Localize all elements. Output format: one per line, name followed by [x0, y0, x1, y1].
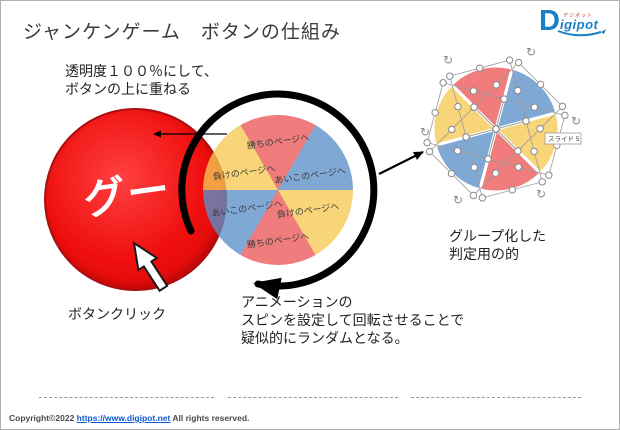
rotate-handle-icon: ↻	[571, 114, 581, 128]
selection-handle	[561, 111, 569, 120]
guu-button[interactable]: グー	[44, 108, 227, 291]
logo-swoosh-icon	[557, 29, 606, 37]
selection-handle	[475, 64, 484, 72]
selection-handle	[470, 163, 478, 172]
selection-handle	[469, 191, 478, 200]
wheel-label-win-top: 勝ちのページへ	[246, 131, 310, 151]
guu-button-label: グー	[81, 165, 175, 224]
spin-note-line3: 疑似的にランダムとなる。	[241, 330, 409, 346]
selection-handle	[423, 138, 431, 147]
selection-handle	[508, 186, 517, 194]
selection-handle	[439, 79, 447, 87]
selection-handle	[469, 87, 478, 95]
rotate-handle-icon: ↻	[536, 187, 546, 201]
grouped-target-pie: ↻ ↻ ↻ ↻ ↻ ↻ スライド 5	[420, 45, 582, 207]
button-click-note: ボタンクリック	[68, 306, 166, 322]
selection-handle	[446, 72, 454, 80]
selection-handle	[538, 178, 546, 186]
selection-handle	[545, 171, 553, 179]
digipot-logo: D デジポット igipot	[539, 5, 609, 41]
selection-handle	[558, 102, 567, 111]
wheel-label-win-bottom: 勝ちのページへ	[246, 230, 310, 250]
selection-handle	[453, 147, 462, 155]
selection-handle	[500, 95, 508, 103]
spin-note-line1: アニメーションの	[241, 294, 353, 310]
selection-handle	[431, 108, 439, 117]
dashed-placeholder-line	[39, 397, 214, 398]
group-note-line2: 判定用の的	[449, 246, 519, 262]
selection-handle	[454, 102, 462, 111]
tooltip-box	[544, 132, 582, 145]
dashed-placeholder-line	[411, 397, 581, 398]
copyright: Copyright©2022 https://www.digipot.net A…	[9, 413, 249, 423]
wheel-label-draw-left: あいこのページへ	[210, 198, 283, 219]
selection-handle	[505, 56, 514, 64]
logo-wordmark: igipot	[560, 17, 599, 32]
rotate-handle-icon: ↻	[420, 125, 430, 139]
spin-note-line2: スピンを設定して回転させることで	[241, 312, 465, 328]
selection-handle	[514, 86, 522, 95]
selection-handle	[491, 169, 500, 177]
page-title: ジャンケンゲーム ボタンの仕組み	[23, 22, 341, 43]
tooltip-text: スライド 5	[548, 135, 580, 143]
wheel-label-draw-right: あいこのページへ	[273, 165, 346, 186]
transparency-note-line2: ボタンの上に重ねる	[65, 81, 191, 97]
rotate-handle-icon: ↻	[526, 45, 536, 59]
spin-note: アニメーションの スピンを設定して回転させることで 疑似的にランダムとなる。	[241, 293, 464, 347]
logo-katakana: デジポット	[563, 13, 594, 19]
selection-handle	[514, 163, 523, 171]
rotate-handle-icon: ↻	[453, 193, 463, 207]
selection-handle	[478, 194, 487, 202]
dashed-placeholder-line	[228, 397, 398, 398]
selection-handle	[470, 103, 478, 111]
selection-handle	[492, 81, 501, 89]
group-note: グループ化した 判定用の的	[449, 227, 546, 263]
transparency-note: 透明度１００％にして、 ボタンの上に重ねる	[65, 62, 218, 98]
selection-handle	[536, 124, 544, 133]
rotate-handle-icon: ↻	[443, 53, 453, 67]
group-note-line1: グループ化した	[449, 228, 547, 244]
selection-handle	[484, 155, 492, 163]
selection-handle	[448, 125, 456, 134]
digipot-link[interactable]: https://www.digipot.net	[76, 413, 171, 423]
selection-handle	[492, 125, 500, 133]
transparency-note-line1: 透明度１００％にして、	[65, 63, 218, 79]
logo-d-letter: D	[539, 5, 560, 37]
wheel-label-lose-left: 負けのページへ	[211, 163, 276, 182]
selection-handle	[514, 58, 523, 67]
copyright-suffix: All rights reserved.	[170, 413, 250, 423]
copyright-prefix: Copyright©2022	[9, 413, 77, 423]
selection-handle	[514, 147, 522, 155]
selection-handle	[530, 147, 538, 156]
selection-handle	[530, 103, 539, 111]
spinner-wheel: 勝ちのページへ あいこのページへ 負けのページへ 勝ちのページへ あいこのページ…	[203, 115, 353, 265]
selection-handle	[522, 117, 530, 125]
selection-handle	[462, 133, 470, 141]
selection-handle	[447, 169, 456, 178]
selection-handle	[536, 80, 545, 89]
selection-handle	[425, 147, 434, 156]
wheel-label-lose-right: 負けのページへ	[276, 200, 340, 220]
